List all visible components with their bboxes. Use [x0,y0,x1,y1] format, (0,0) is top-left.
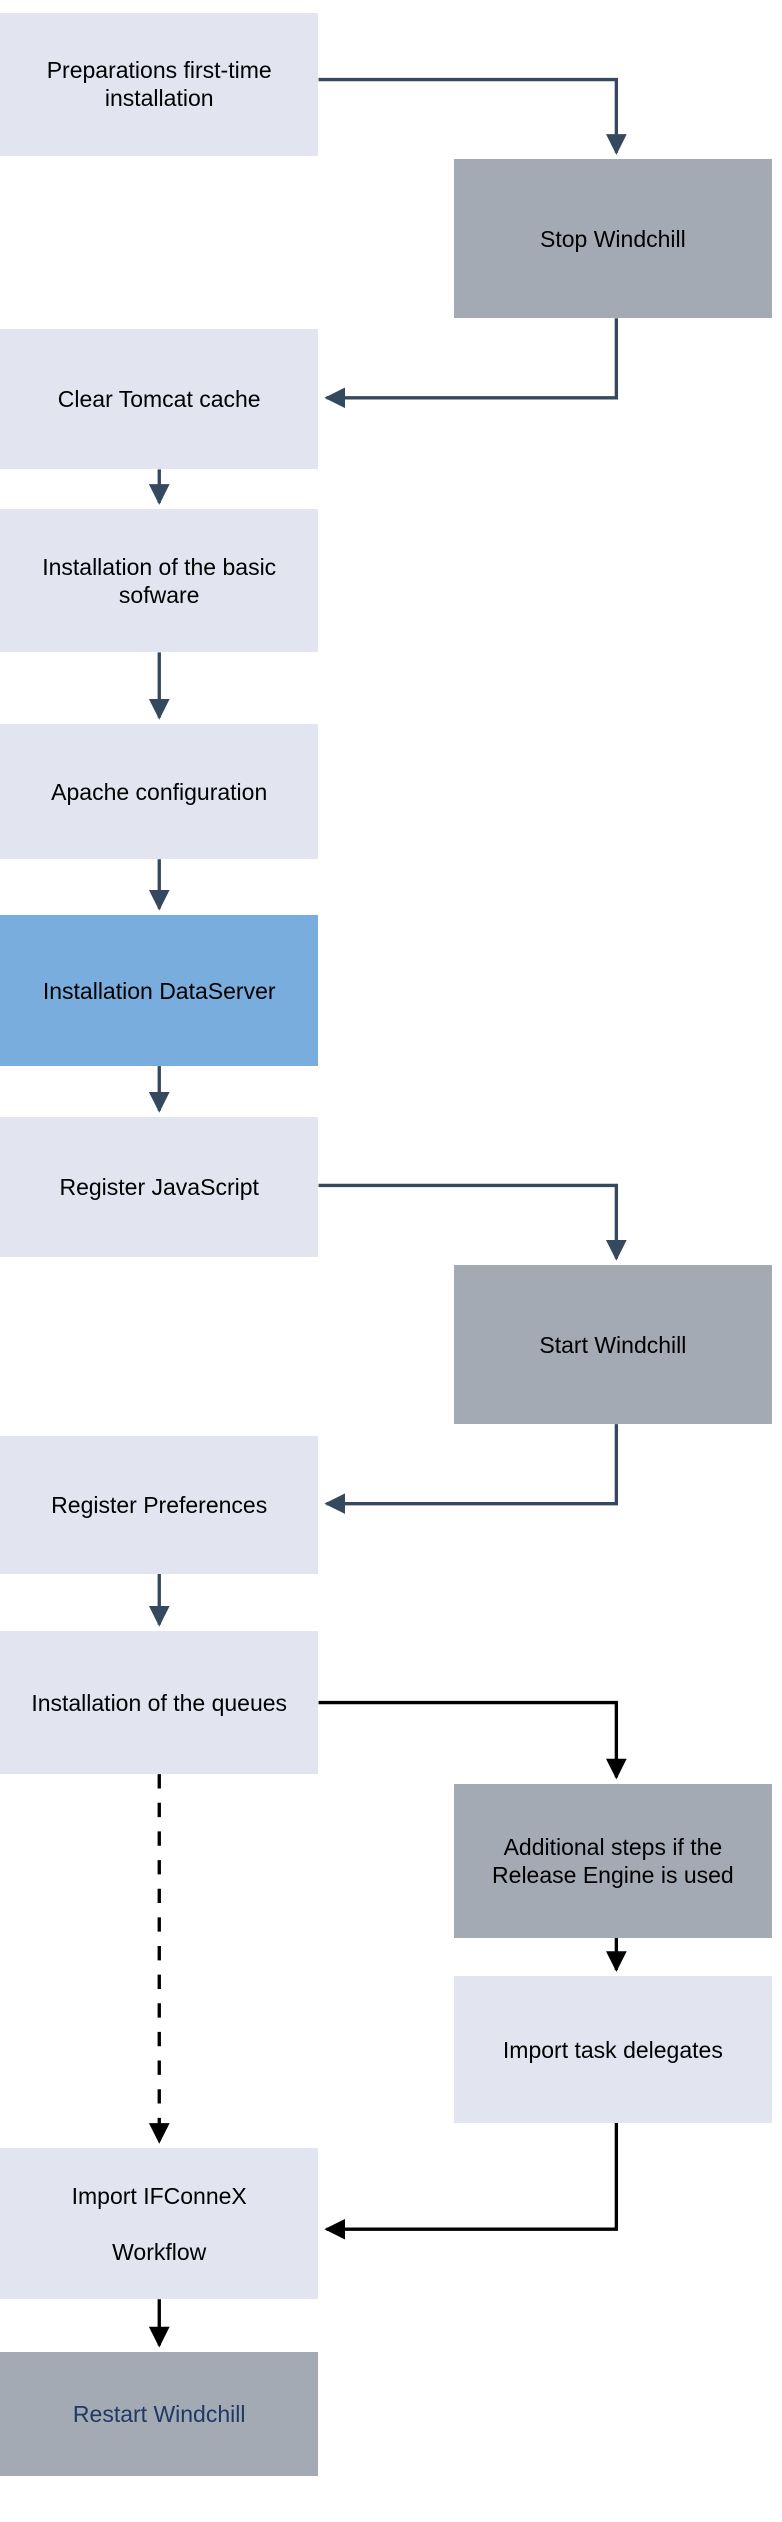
connector-delegates-to-ifconnex [324,2122,619,2240]
node-import-ifconnex-workflow[interactable]: Import IFConneX Workflow [0,2148,319,2300]
connector-prep-to-stop [318,77,627,155]
node-label: Start Windchill [539,1331,687,1358]
node-stop-windchill[interactable]: Stop Windchill [453,159,773,319]
connector-queues-to-release-engine [318,1700,627,1780]
node-register-javascript[interactable]: Register JavaScript [0,1117,319,1258]
node-label: Import task delegates [502,2036,723,2063]
connector-stop-to-clear [324,318,619,409]
node-label: Installation of the basic sofware [42,553,277,608]
node-label: Clear Tomcat cache [57,386,261,413]
node-label: Installation DataServer [42,977,276,1004]
node-installation-of-the-queues[interactable]: Installation of the queues [0,1631,319,1775]
node-installation-dataserver[interactable]: Installation DataServer [0,915,319,1067]
node-preparations-first-time-installation[interactable]: Preparations first-time installation [0,12,319,156]
node-label: Preparations first-time installation [46,57,272,112]
node-start-windchill[interactable]: Start Windchill [453,1265,773,1425]
node-apache-configuration[interactable]: Apache configuration [0,724,319,860]
node-restart-windchill[interactable]: Restart Windchill [0,2352,319,2477]
node-clear-tomcat-cache[interactable]: Clear Tomcat cache [0,329,319,470]
node-register-preferences[interactable]: Register Preferences [0,1435,319,1574]
node-import-task-delegates[interactable]: Import task delegates [453,1976,773,2123]
node-label: Register Preferences [51,1491,268,1518]
node-installation-of-the-basic-software[interactable]: Installation of the basic sofware [0,509,319,653]
node-label: Import IFConneX Workflow [71,2182,247,2265]
node-additional-steps-release-engine[interactable]: Additional steps if the Release Engine i… [453,1783,773,1939]
node-label: Additional steps if the Release Engine i… [492,1834,734,1889]
node-label: Stop Windchill [540,225,686,252]
node-label: Apache configuration [51,778,268,805]
connector-javascript-to-start [318,1183,627,1261]
connector-start-to-preferences [324,1424,619,1515]
node-label: Register JavaScript [59,1174,259,1201]
node-label: Restart Windchill [72,2401,246,2428]
node-label: Installation of the queues [31,1689,288,1716]
